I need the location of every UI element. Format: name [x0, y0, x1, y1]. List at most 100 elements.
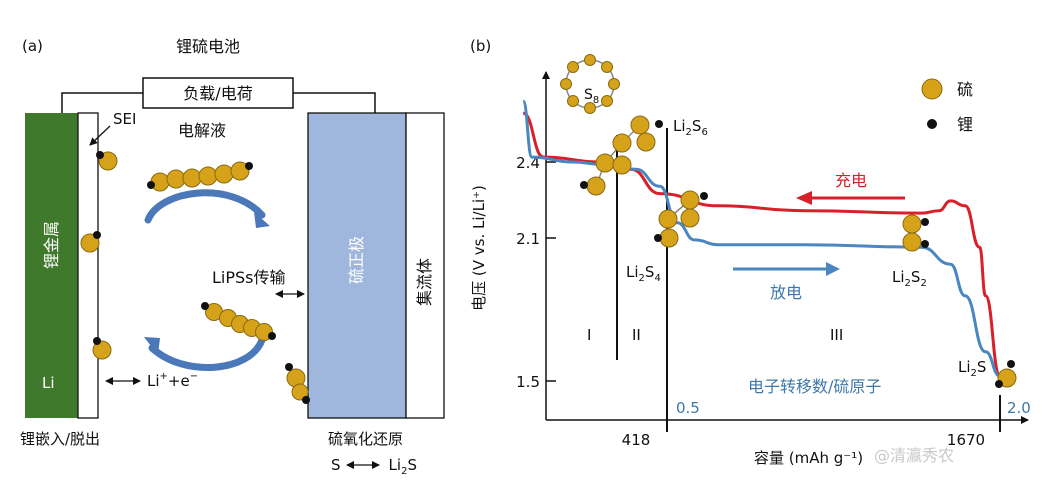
lithium-atom: [995, 380, 1003, 388]
sulfur-atom: [658, 209, 678, 229]
polysulfide-chain-lower: [201, 302, 276, 341]
lithium-atom: [285, 363, 293, 371]
sulfur-atom: [584, 54, 596, 66]
sulfur-atom: [567, 95, 579, 107]
circuit-wire-left: [61, 92, 143, 113]
lithium-atom: [268, 332, 276, 340]
li2s6-label: Li2S6: [673, 117, 708, 138]
lithium-atom: [580, 181, 588, 189]
sei-layer: [77, 112, 99, 419]
legend-lithium-label: 锂: [957, 115, 973, 134]
li2s-label: Li2S: [958, 358, 986, 379]
circuit-wire-right: [293, 92, 376, 113]
sulfur-atom: [680, 190, 700, 210]
electron-tick-label: 2.0: [1007, 399, 1031, 417]
lithium-anode: [25, 113, 78, 418]
sulfur-atom: [198, 166, 218, 186]
x-axis-label: 容量 (mAh g⁻¹): [754, 449, 863, 467]
sulfur-atom: [612, 155, 632, 175]
discharge-label: 放电: [770, 283, 802, 302]
upper-arrowhead: [254, 212, 270, 228]
lower-curved-arrow: [148, 336, 266, 372]
panel-b-label: (b): [470, 37, 491, 55]
lithium-atom: [1007, 360, 1015, 368]
sulfur-atom: [601, 61, 613, 73]
sulfur-atom: [608, 78, 620, 90]
x-tick-label: 418: [622, 431, 651, 449]
s8-ring: [560, 54, 620, 114]
sulfur-atom: [182, 168, 202, 188]
cathode-label: 硫正极: [347, 236, 366, 284]
legend-lithium-icon: [927, 119, 937, 129]
lithium-atom: [245, 162, 253, 170]
sulfur-atom: [595, 153, 615, 173]
sulfur-atom: [601, 95, 613, 107]
li2s2-label: Li2S2: [892, 268, 927, 289]
lithium-atom: [147, 181, 155, 189]
lower-arrowhead: [144, 337, 160, 355]
sulfur-atom: [567, 61, 579, 73]
sulfur-atom: [630, 115, 650, 135]
polysulfide-molecules: [580, 115, 1017, 388]
electrolyte-label: 电解液: [178, 121, 226, 140]
sulfur-atom: [612, 133, 632, 153]
y-axis-label: 电压 (V vs. Li/Li⁺): [470, 185, 488, 311]
li2s4-label: Li2S4: [626, 263, 661, 284]
charge-label: 充电: [835, 171, 867, 190]
sulfur-atom: [166, 169, 186, 189]
lithium-atom: [654, 234, 662, 242]
charge-arrowhead: [796, 191, 812, 205]
upper-curved-arrow: [144, 189, 266, 224]
panel-b: (b) 2.4 2.1 1.5 电压 (V vs. Li/Li⁺) I II I…: [470, 37, 1031, 467]
sulfur-atom: [214, 164, 234, 184]
sulfur-atom: [586, 176, 606, 196]
sulfur-atom: [150, 172, 170, 192]
sulfur-atom: [636, 132, 656, 152]
anode-li-label: Li: [42, 374, 55, 392]
x-tick-label: 1670: [947, 431, 985, 449]
lithium-atom: [302, 396, 310, 404]
load-box: [142, 77, 294, 109]
current-collector: [405, 112, 445, 419]
lithium-atom: [921, 218, 929, 226]
lithium-atom: [93, 231, 101, 239]
redox-label: 硫氧化还原: [328, 430, 403, 448]
sulfur-atom: [230, 161, 250, 181]
battery-title: 锂硫电池: [176, 37, 240, 56]
collector-label: 集流体: [415, 258, 434, 306]
panel-a: (a) 锂硫电池 负载/电荷 电解液 锂金属 Li SEI 硫正极 集流体 Li…: [20, 37, 445, 477]
lipss-label: LiPSs传输: [212, 268, 286, 287]
legend-sulfur-label: 硫: [957, 80, 973, 99]
sei-sulfide-particles: [80, 151, 310, 404]
sulfur-atom: [291, 383, 309, 401]
sulfur-cathode: [307, 112, 407, 419]
lithium-atom: [96, 151, 104, 159]
sulfur-atom: [80, 233, 100, 253]
anode-label: 锂金属: [42, 221, 61, 269]
sulfur-atom: [902, 232, 922, 252]
watermark: @清瀛秀农: [874, 446, 954, 465]
electron-tick-label: 0.5: [676, 399, 700, 417]
sei-label: SEI: [113, 110, 136, 128]
panel-a-label: (a): [22, 37, 43, 55]
sulfur-atom: [680, 208, 700, 228]
load-label: 负载/电荷: [183, 84, 252, 103]
sulfur-atom: [560, 78, 572, 90]
discharge-arrowhead: [826, 262, 840, 276]
ion-label: Li++e−: [147, 371, 198, 390]
region-label: I: [587, 326, 591, 344]
lithium-atom: [700, 192, 708, 200]
polysulfide-chain-upper: [147, 161, 253, 192]
sulfur-atom: [92, 340, 112, 360]
lithium-atom: [93, 337, 101, 345]
discharge-curve: [521, 99, 1001, 378]
s8-label: S8: [584, 87, 599, 106]
sulfur-atom: [659, 228, 679, 248]
lithium-atom: [921, 240, 929, 248]
intercalation-label: 锂嵌入/脱出: [20, 430, 100, 448]
lithium-atom: [655, 120, 663, 128]
sei-pointer: [89, 125, 111, 146]
y-tick-label: 2.1: [516, 230, 540, 248]
